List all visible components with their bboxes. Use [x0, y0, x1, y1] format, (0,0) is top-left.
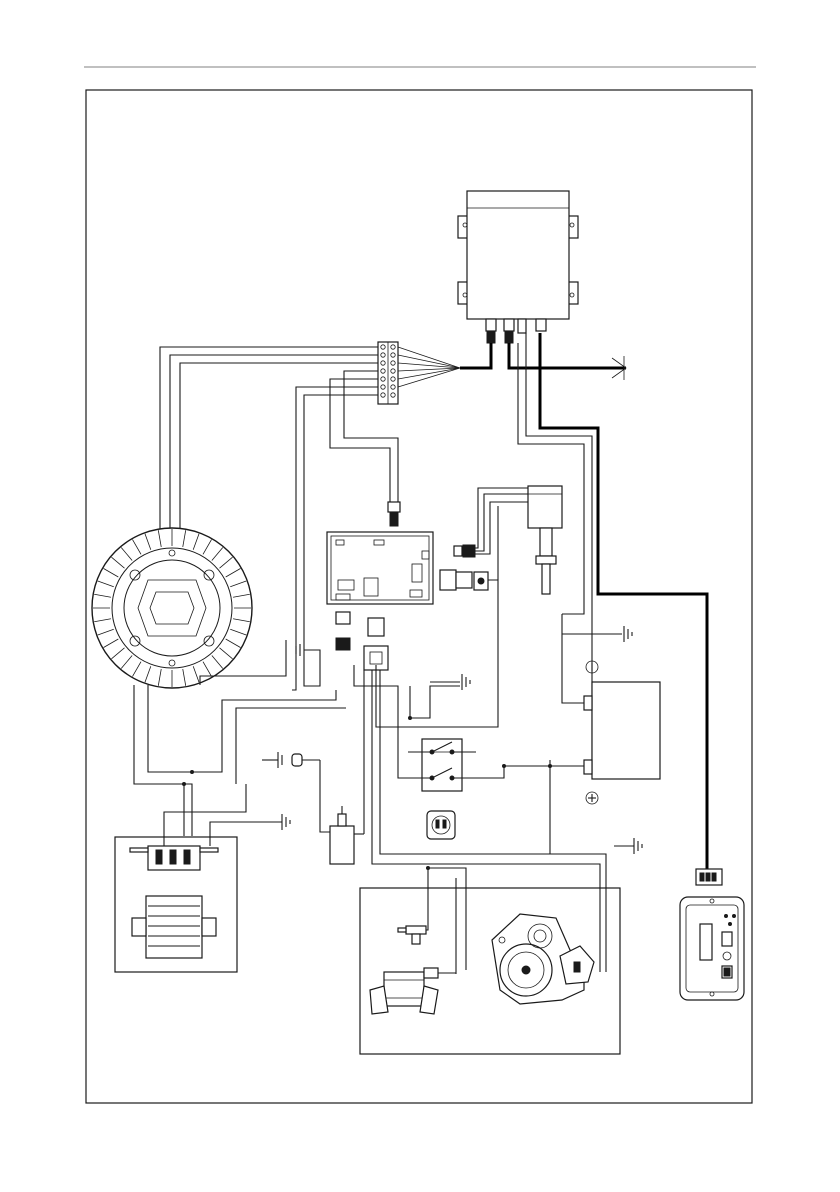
ground-symbol [614, 838, 642, 854]
ground-symbol [296, 500, 320, 686]
ignition-coil-icon [370, 968, 456, 1014]
main-harness [460, 343, 491, 368]
alternator-stator-icon [92, 528, 252, 688]
voltage-regulator-icon [130, 846, 218, 958]
control-unit-icon [458, 191, 578, 343]
ground-symbol [462, 674, 470, 690]
stepper-solenoid-icon [528, 486, 562, 594]
ignition-wire [428, 868, 466, 970]
ground-symbol [624, 626, 632, 642]
solenoid-connector [440, 545, 488, 590]
harness-fan [398, 347, 460, 387]
remote-control-panel-icon [680, 897, 744, 1000]
remote-cable [540, 333, 707, 870]
board-connectors [336, 612, 388, 670]
solenoid-wires [475, 333, 594, 760]
oil-sensor-icon [262, 670, 364, 864]
spark-plug-icon [398, 868, 428, 944]
connector-strip-icon [378, 342, 398, 404]
power-socket-icon [427, 811, 455, 839]
starter-motor-icon [492, 914, 594, 1004]
ground-symbol [282, 814, 290, 830]
double-pole-switch-icon [408, 739, 550, 791]
battery-icon [584, 661, 660, 804]
remote-panel-connector [696, 869, 722, 885]
electronic-board-icon [327, 502, 433, 604]
